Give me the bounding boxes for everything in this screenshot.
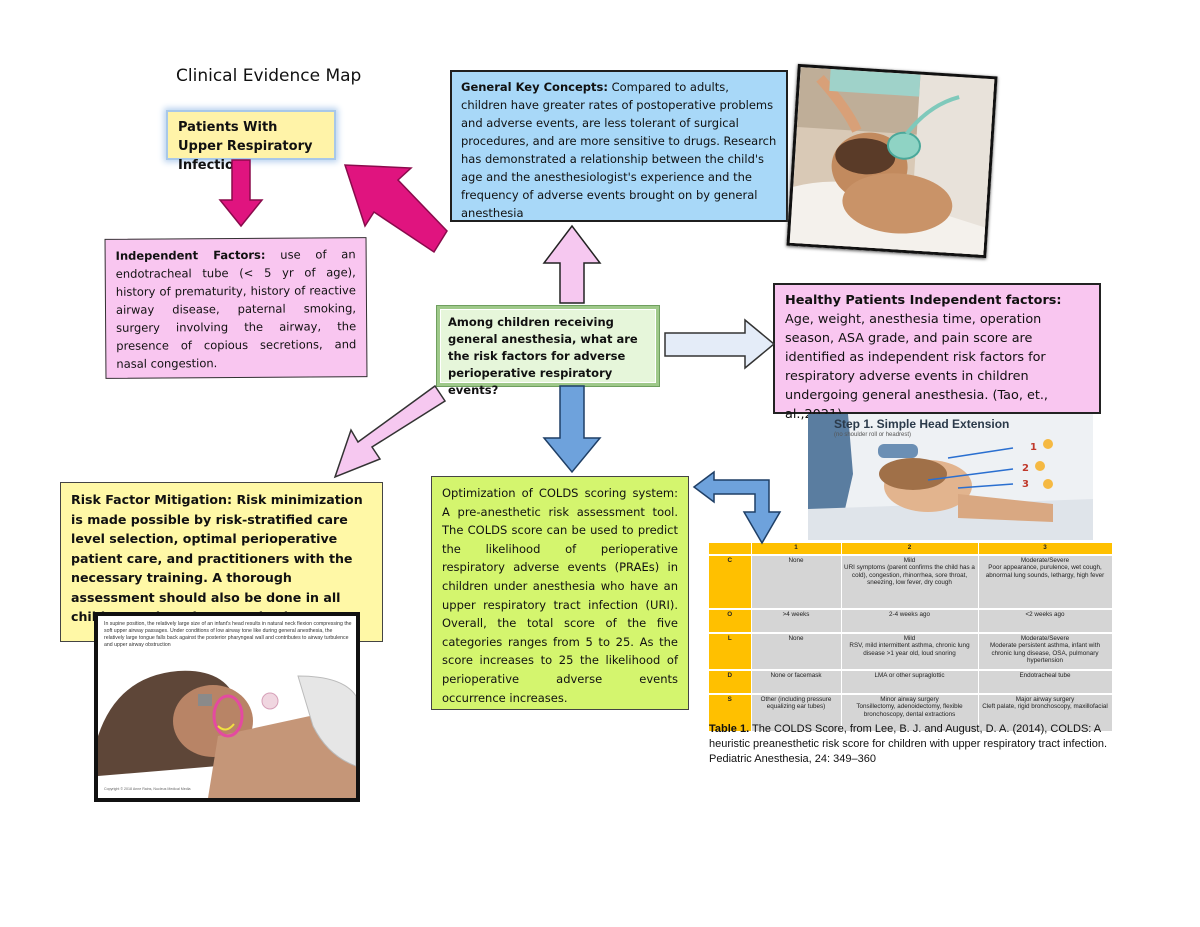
table-header-cell: 3 <box>978 543 1113 556</box>
step-subtitle: (no shoulder roll or headrest) <box>834 432 912 438</box>
colds-score-table: 1 2 3 C None Mild URI symptoms (parent c… <box>709 543 1113 733</box>
table-cell: Mild RSV, mild intermittent asthma, chro… <box>841 633 979 671</box>
arrow-question-to-risk <box>333 384 447 479</box>
infant-airway-figure: In supine position, the relatively large… <box>94 612 360 802</box>
table-cell: 2-4 weeks ago <box>841 609 979 634</box>
table-caption-text: The COLDS Score, from Lee, B. J. and Aug… <box>709 723 1108 765</box>
table-cell: <2 weeks ago <box>978 609 1113 634</box>
map-title: Clinical Evidence Map <box>176 66 362 86</box>
infant-figure-copyright: Copyright © 2018 Anne Rains, Nucleus Med… <box>104 787 191 791</box>
table-row: O >4 weeks 2-4 weeks ago <2 weeks ago <box>709 609 1113 634</box>
table-cell: Mild URI symptoms (parent confirms the c… <box>841 555 979 610</box>
table-row: S Other (including pressure equalizing e… <box>709 694 1113 733</box>
table-header-cell <box>709 543 752 556</box>
table-cell: Major airway surgery Cleft palate, rigid… <box>978 694 1113 733</box>
colds-optimization-box: Optimization of COLDS scoring system: A … <box>431 476 689 710</box>
general-key-concepts-label: General Key Concepts: <box>461 80 608 94</box>
table-caption: Table 1. The COLDS Score, from Lee, B. J… <box>709 722 1109 767</box>
table-cell: D <box>709 670 752 695</box>
table-cell: None or facemask <box>751 670 842 695</box>
step-title: Step 1. Simple Head Extension <box>834 417 1010 431</box>
step-marker-2: 2 <box>1022 463 1029 474</box>
table-header-row: 1 2 3 <box>709 543 1113 556</box>
arrow-colds-to-table <box>692 470 782 545</box>
general-key-concepts-box: General Key Concepts: Compared to adults… <box>450 70 788 222</box>
table-cell: O <box>709 609 752 634</box>
table-header-cell: 2 <box>841 543 979 556</box>
healthy-patients-box: Healthy Patients Independent factors: Ag… <box>773 283 1101 422</box>
table-row: D None or facemask LMA or other supraglo… <box>709 670 1113 695</box>
table-row: L None Mild RSV, mild intermittent asthm… <box>709 633 1113 671</box>
table-caption-label: Table 1. <box>709 723 750 735</box>
healthy-patients-label: Healthy Patients Independent factors: <box>785 293 1062 308</box>
arrow-question-to-healthy <box>664 318 776 370</box>
child-oxygen-mask-photo <box>786 63 998 259</box>
colds-optimization-text: Optimization of COLDS scoring system: A … <box>442 486 678 705</box>
arrow-general-to-upper <box>343 164 448 254</box>
head-extension-figure: 1 2 3 Step 1. Simple Head Extension (no … <box>808 414 1093 540</box>
infant-figure-caption: In supine position, the relatively large… <box>104 621 352 648</box>
central-question-text: Among children receiving general anesthe… <box>448 315 638 397</box>
arrow-question-to-colds <box>542 385 602 474</box>
arrow-upper-to-independent <box>218 159 264 228</box>
table-cell: >4 weeks <box>751 609 842 634</box>
table-cell: S <box>709 694 752 733</box>
step-marker-1: 1 <box>1030 442 1037 453</box>
table-cell: Endotracheal tube <box>978 670 1113 695</box>
general-key-concepts-text: Compared to adults, children have greate… <box>461 80 777 220</box>
table-cell: None <box>751 633 842 671</box>
arrow-question-to-general <box>542 224 602 304</box>
table-cell: Moderate/Severe Poor appearance, purulen… <box>978 555 1113 610</box>
table-row: C None Mild URI symptoms (parent confirm… <box>709 555 1113 610</box>
table-cell: Other (including pressure equalizing ear… <box>751 694 842 733</box>
table-cell: None <box>751 555 842 610</box>
table-cell: L <box>709 633 752 671</box>
table-header-cell: 1 <box>751 543 842 556</box>
table-cell: C <box>709 555 752 610</box>
step-marker-3: 3 <box>1022 479 1029 490</box>
table-cell: Moderate/Severe Moderate persistent asth… <box>978 633 1113 671</box>
central-question-box: Among children receiving general anesthe… <box>437 306 659 397</box>
table-cell: Minor airway surgery Tonsillectomy, aden… <box>841 694 979 733</box>
table-cell: LMA or other supraglottic <box>841 670 979 695</box>
